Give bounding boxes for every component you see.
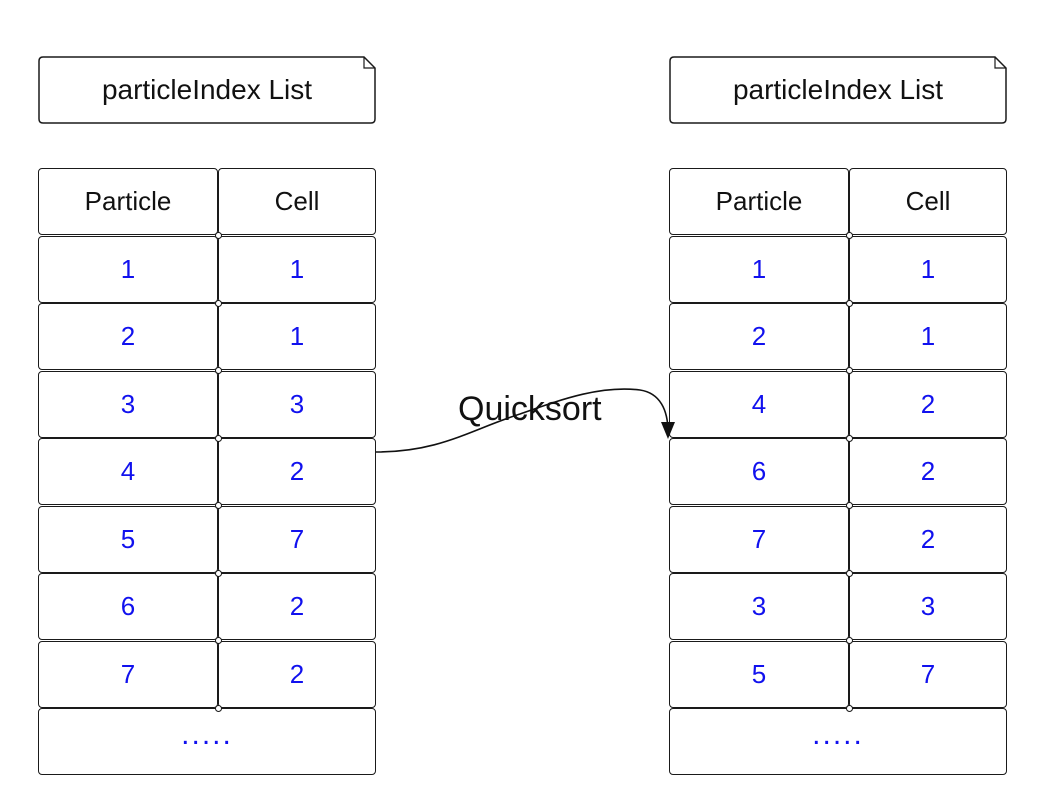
header-cell: Cell xyxy=(218,168,376,235)
particle-value: 3 xyxy=(38,370,218,438)
cell-value: 2 xyxy=(218,573,376,640)
particle-value: 7 xyxy=(38,640,218,708)
ellipsis: ..... xyxy=(669,708,1007,775)
header-cell: Cell xyxy=(849,168,1007,235)
cell-value: 1 xyxy=(218,303,376,370)
table-row: 1 1 xyxy=(669,235,1007,303)
left-title: particleIndex List xyxy=(101,74,313,105)
header-particle: Particle xyxy=(38,168,218,235)
table-row: 4 2 xyxy=(669,370,1007,438)
arrowhead-icon xyxy=(661,422,675,439)
right-title: particleIndex List xyxy=(732,74,944,105)
table-row: 2 1 xyxy=(669,303,1007,370)
grid-joint xyxy=(214,299,222,307)
cell-value: 1 xyxy=(849,303,1007,370)
note-shape-left xyxy=(38,56,376,124)
cell-value: 2 xyxy=(849,370,1007,438)
grid-joint xyxy=(214,232,222,239)
ellipsis-row: ..... xyxy=(38,708,376,775)
cell-value: 2 xyxy=(218,438,376,505)
cell-value: 7 xyxy=(849,640,1007,708)
left-title-box: particleIndex List xyxy=(38,56,376,124)
note-shape-right xyxy=(669,56,1007,124)
cell-value: 1 xyxy=(218,235,376,303)
ellipsis-row: ..... xyxy=(669,708,1007,775)
particle-value: 2 xyxy=(669,303,849,370)
grid-joint xyxy=(214,367,222,374)
particle-value: 6 xyxy=(669,438,849,505)
particle-value: 2 xyxy=(38,303,218,370)
cell-value: 3 xyxy=(849,573,1007,640)
particle-value: 1 xyxy=(669,235,849,303)
ellipsis: ..... xyxy=(38,708,376,775)
header-row: Particle Cell xyxy=(38,168,376,235)
table-row: 4 2 xyxy=(38,438,376,505)
grid-joint xyxy=(845,637,853,644)
grid-joint xyxy=(214,434,222,442)
grid-joint xyxy=(845,367,853,374)
table-row: 6 2 xyxy=(669,438,1007,505)
table-row: 7 2 xyxy=(38,640,376,708)
particle-value: 4 xyxy=(38,438,218,505)
cell-value: 3 xyxy=(218,370,376,438)
grid-joint xyxy=(845,704,853,712)
particle-value: 5 xyxy=(669,640,849,708)
grid-joint xyxy=(214,704,222,712)
grid-joint xyxy=(845,232,853,239)
right-title-box: particleIndex List xyxy=(669,56,1007,124)
particle-value: 3 xyxy=(669,573,849,640)
table-row: 6 2 xyxy=(38,573,376,640)
cell-value: 2 xyxy=(849,438,1007,505)
table-row: 3 3 xyxy=(38,370,376,438)
table-row: 2 1 xyxy=(38,303,376,370)
grid-joint xyxy=(845,434,853,442)
particle-value: 5 xyxy=(38,505,218,573)
grid-joint xyxy=(845,569,853,577)
cell-value: 2 xyxy=(218,640,376,708)
particle-value: 7 xyxy=(669,505,849,573)
grid-joint xyxy=(214,502,222,509)
particle-value: 1 xyxy=(38,235,218,303)
table-row: 7 2 xyxy=(669,505,1007,573)
particle-value: 4 xyxy=(669,370,849,438)
cell-value: 2 xyxy=(849,505,1007,573)
table-row: 5 7 xyxy=(38,505,376,573)
particle-value: 6 xyxy=(38,573,218,640)
table-row: 5 7 xyxy=(669,640,1007,708)
cell-value: 7 xyxy=(218,505,376,573)
cell-value: 1 xyxy=(849,235,1007,303)
grid-joint xyxy=(214,569,222,577)
grid-joint xyxy=(845,502,853,509)
grid-joint xyxy=(845,299,853,307)
connector-line xyxy=(375,388,669,453)
table-row: 1 1 xyxy=(38,235,376,303)
grid-joint xyxy=(214,637,222,644)
header-row: Particle Cell xyxy=(669,168,1007,235)
header-particle: Particle xyxy=(669,168,849,235)
table-row: 3 3 xyxy=(669,573,1007,640)
connector-label: Quicksort xyxy=(458,390,602,428)
